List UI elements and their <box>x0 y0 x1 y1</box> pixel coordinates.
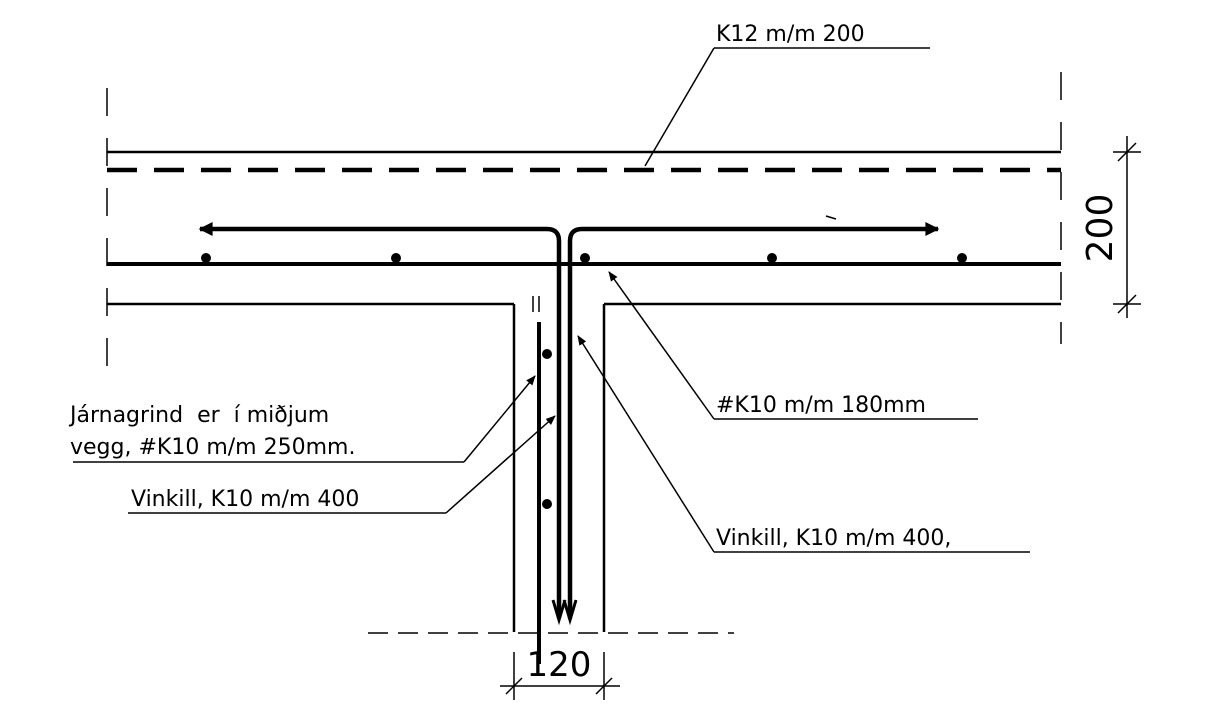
label-angle-left: Vinkill, K10 m/m 400 <box>131 487 359 512</box>
leader-top-rebar <box>644 47 715 167</box>
angle-bar-right <box>567 222 940 618</box>
leader-angle-right <box>577 335 715 553</box>
label-bottom-mesh: #K10 m/m 180mm <box>716 393 926 418</box>
leader-angle-left <box>445 415 556 514</box>
wall-mesh-dots <box>542 349 552 509</box>
bottom-mesh-dots <box>201 253 967 263</box>
dimension-slab-thickness <box>1113 136 1141 318</box>
wall-top-ticks <box>532 296 540 312</box>
leader-bottom-mesh <box>608 271 715 420</box>
label-angle-right: Vinkill, K10 m/m 400, <box>716 526 951 551</box>
leader-wall-mesh <box>463 375 536 463</box>
label-wall-mesh-line2: vegg, #K10 m/m 250mm. <box>70 435 355 460</box>
label-top-rebar: K12 m/m 200 <box>716 22 865 47</box>
label-wall-mesh-line1: Járnagrind er í miðjum <box>68 403 329 428</box>
dimension-text-wall: 120 <box>527 645 592 685</box>
dimension-wall-thickness <box>500 652 620 700</box>
stray-tick <box>825 215 837 220</box>
angle-bar-left <box>198 222 562 618</box>
angle-bar-down-arrows <box>551 599 578 626</box>
dimension-text-slab: 200 <box>1080 194 1121 263</box>
